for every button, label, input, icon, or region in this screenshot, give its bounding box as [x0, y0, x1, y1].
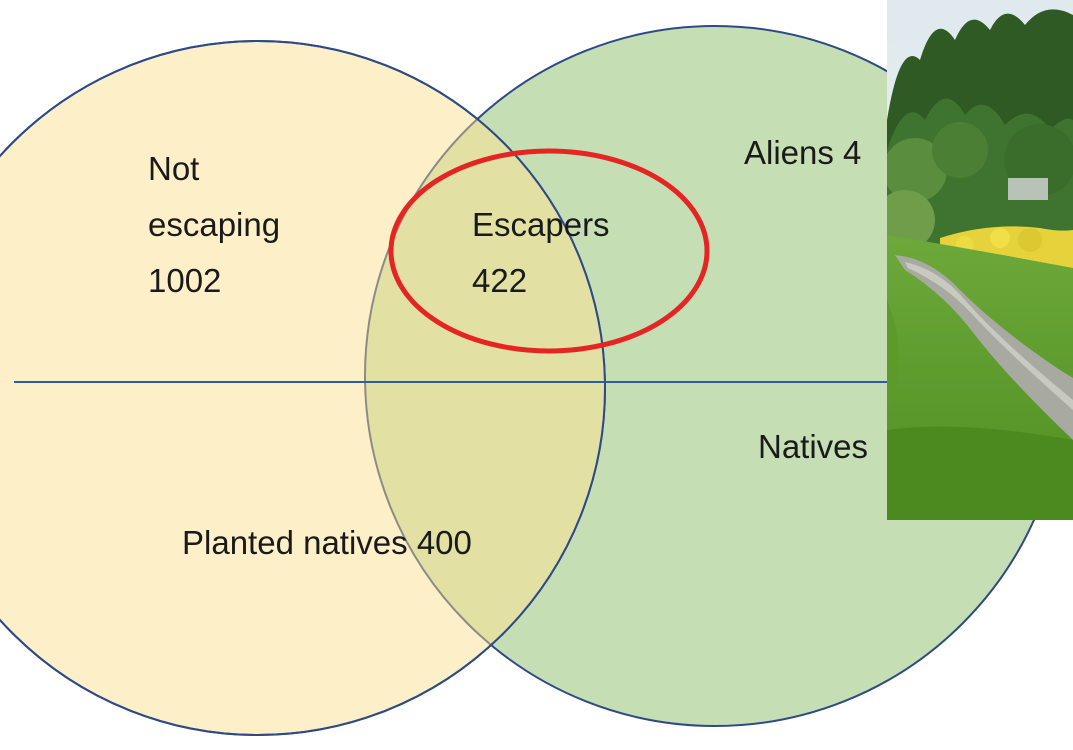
overlap-region	[365, 41, 605, 726]
landscape-photo	[887, 0, 1073, 520]
overlap-outline	[364, 41, 605, 727]
escapers-highlight-ellipse	[388, 148, 710, 354]
planted-natives-label: Planted natives 400	[182, 524, 472, 561]
not-escaping-label-line1: Not	[148, 150, 199, 187]
aliens-label: Aliens 4	[744, 134, 861, 171]
natives-label: Natives	[758, 428, 868, 465]
escapers-count: 422	[472, 262, 527, 299]
cultivated-outline	[0, 40, 606, 736]
escapers-label: Escapers	[472, 206, 610, 243]
not-escaping-count: 1002	[148, 262, 221, 299]
not-escaping-label-line2: escaping	[148, 206, 280, 243]
